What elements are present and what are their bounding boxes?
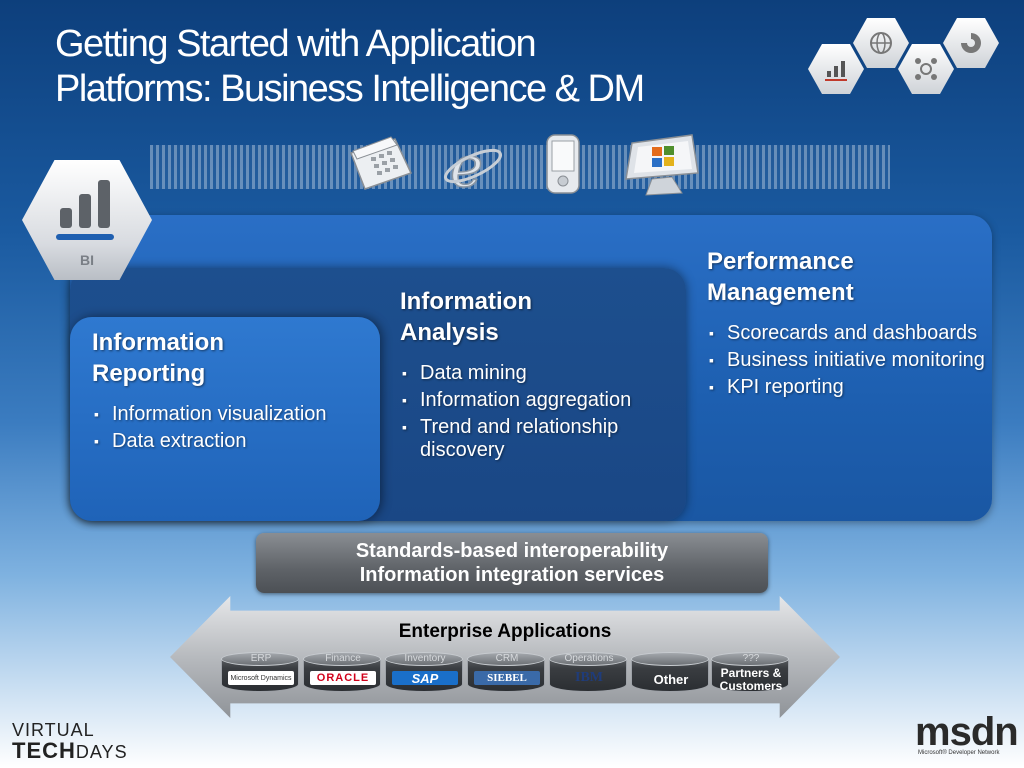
network-icon — [898, 44, 954, 94]
siebel-logo: SIEBEL — [474, 671, 540, 685]
bar-chart-icon — [808, 44, 864, 94]
interop-line-1: Standards-based interoperability — [355, 540, 669, 562]
performance-content: Performance Management Scorecards and da… — [707, 246, 987, 403]
interop-bar: Standards-based interoperability Informa… — [256, 533, 768, 593]
title-line-1: Getting Started with Application — [55, 23, 537, 65]
db-cap — [467, 652, 545, 666]
bi-hexagon — [22, 160, 152, 280]
swirl-icon — [943, 18, 999, 68]
list-item: Data extraction — [92, 430, 372, 453]
db-label: Inventory — [404, 653, 446, 664]
pda-icon — [543, 133, 583, 200]
phone-icon — [343, 133, 415, 200]
vtd-days: DAYS — [75, 742, 128, 762]
bi-label: BI — [80, 252, 94, 268]
performance-title-line-1: Performance — [707, 248, 854, 275]
performance-title: Performance Management — [707, 246, 987, 308]
vtd-tech: TECH — [12, 738, 76, 763]
other-label: Other — [653, 672, 689, 687]
reporting-content: Information Reporting Information visual… — [92, 327, 372, 457]
reporting-title-line-2: Reporting — [92, 360, 206, 387]
interop-line-2: Information integration services — [359, 564, 665, 586]
db-label: CRM — [495, 653, 519, 664]
sap-logo: SAP — [392, 671, 458, 686]
bi-bar-chart-icon — [56, 180, 114, 240]
list-item: KPI reporting — [707, 376, 987, 399]
partners-database: ??? Partners & Customers — [711, 652, 789, 693]
virtual-techdays-logo-bottom: TECHDAYS — [12, 738, 128, 764]
virtual-techdays-logo-top: VIRTUAL — [12, 720, 95, 740]
enterprise-title: Enterprise Applications — [398, 621, 612, 642]
slide-title: Getting Started with Application Platfor… — [55, 22, 645, 112]
other-database: Other — [631, 652, 709, 692]
performance-title-line-2: Management — [707, 279, 854, 306]
db-cap — [631, 652, 709, 666]
analysis-list: Data mining Information aggregation Tren… — [400, 362, 680, 462]
msdn-subtitle: Microsoft® Developer Network — [918, 750, 1000, 756]
erp-database: ERP Microsoft Dynamics — [221, 652, 299, 692]
list-item: Information visualization — [92, 403, 372, 426]
db-label: ??? — [742, 653, 760, 664]
analysis-title-line-1: Information — [400, 288, 532, 315]
performance-list: Scorecards and dashboards Business initi… — [707, 322, 987, 399]
db-cap — [549, 652, 627, 666]
ibm-logo: IBM — [575, 670, 603, 685]
msdn-logo: msdn — [915, 710, 1019, 754]
finance-database: Finance ORACLE — [303, 652, 381, 692]
db-cap — [711, 652, 789, 666]
list-item: Business initiative monitoring — [707, 349, 987, 372]
svg-text:e: e — [450, 136, 483, 194]
crm-database: CRM SIEBEL — [467, 652, 545, 692]
db-cap — [385, 652, 463, 666]
db-cap — [221, 652, 299, 666]
monitor-office-icon — [622, 133, 704, 204]
title-line-2: Platforms: Business Intelligence & DM — [55, 68, 645, 110]
db-cap — [303, 652, 381, 666]
db-label: Operations — [564, 653, 614, 664]
globe-icon — [853, 18, 909, 68]
analysis-title: Information Analysis — [400, 286, 680, 348]
list-item: Scorecards and dashboards — [707, 322, 987, 345]
partners-label: Partners & Customers — [719, 666, 783, 693]
db-label: ERP — [250, 653, 272, 664]
analysis-title-line-2: Analysis — [400, 319, 499, 346]
list-item: Information aggregation — [400, 389, 680, 412]
db-label: Finance — [325, 653, 361, 664]
list-item: Data mining — [400, 362, 680, 385]
list-item: Trend and relationship discovery — [400, 416, 680, 462]
reporting-title-line-1: Information — [92, 329, 224, 356]
microsoft-dynamics-logo: Microsoft Dynamics — [228, 671, 294, 685]
oracle-logo: ORACLE — [310, 671, 376, 685]
inventory-database: Inventory SAP — [385, 652, 463, 692]
reporting-list: Information visualization Data extractio… — [92, 403, 372, 453]
device-strip — [150, 145, 890, 189]
internet-explorer-icon: e — [440, 134, 506, 201]
analysis-content: Information Analysis Data mining Informa… — [400, 286, 680, 466]
reporting-title: Information Reporting — [92, 327, 372, 389]
operations-database: Operations IBM — [549, 652, 627, 692]
